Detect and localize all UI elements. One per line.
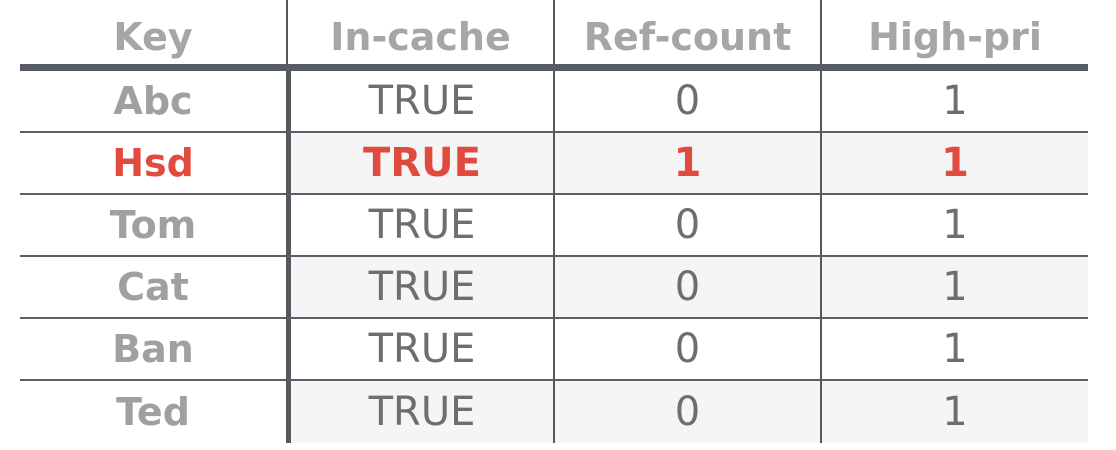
cell-in-cache: TRUE — [286, 381, 553, 443]
cell-in-cache: TRUE — [286, 71, 553, 133]
cache-table: Key In-cache Ref-count High-pri Abc TRUE… — [20, 0, 1088, 443]
table-row: Ted TRUE 0 1 — [20, 381, 1088, 443]
header-ref-count: Ref-count — [553, 0, 820, 64]
cell-high-pri: 1 — [820, 319, 1088, 381]
cell-ref-count: 0 — [553, 319, 820, 381]
cell-key: Ted — [116, 390, 190, 434]
header-high-pri: High-pri — [820, 0, 1088, 64]
cell-key: Hsd — [20, 133, 286, 195]
cell-ref-count: 0 — [553, 195, 820, 257]
cell-key: Tom — [20, 195, 286, 257]
header-in-cache: In-cache — [286, 0, 553, 64]
cell-ref-count: 0 — [553, 381, 820, 443]
cell-high-pri: 1 — [820, 195, 1088, 257]
cell-in-cache: TRUE — [286, 257, 553, 319]
table-row-highlighted: Hsd TRUE 1 1 — [20, 133, 1088, 195]
cell-ref-count: 0 — [553, 71, 820, 133]
table-header: Key In-cache Ref-count High-pri — [20, 0, 1088, 64]
cell-ref-count: 0 — [553, 257, 820, 319]
header-key: Key — [113, 15, 193, 59]
cell-high-pri: 1 — [820, 381, 1088, 443]
cell-high-pri: 1 — [820, 257, 1088, 319]
header-divider — [20, 64, 1088, 71]
cell-in-cache: TRUE — [286, 195, 553, 257]
cell-high-pri: 1 — [820, 71, 1088, 133]
table-row: Abc TRUE 0 1 — [20, 71, 1088, 133]
cell-ref-count: 1 — [553, 133, 820, 195]
cell-high-pri: 1 — [820, 133, 1088, 195]
table-row: Ban TRUE 0 1 — [20, 319, 1088, 381]
cell-key: Abc — [20, 71, 286, 133]
cell-key: Ban — [20, 319, 286, 381]
table-row: Cat TRUE 0 1 — [20, 257, 1088, 319]
table-row: Tom TRUE 0 1 — [20, 195, 1088, 257]
cell-in-cache: TRUE — [286, 319, 553, 381]
cell-key: Cat — [20, 257, 286, 319]
cell-in-cache: TRUE — [286, 133, 553, 195]
